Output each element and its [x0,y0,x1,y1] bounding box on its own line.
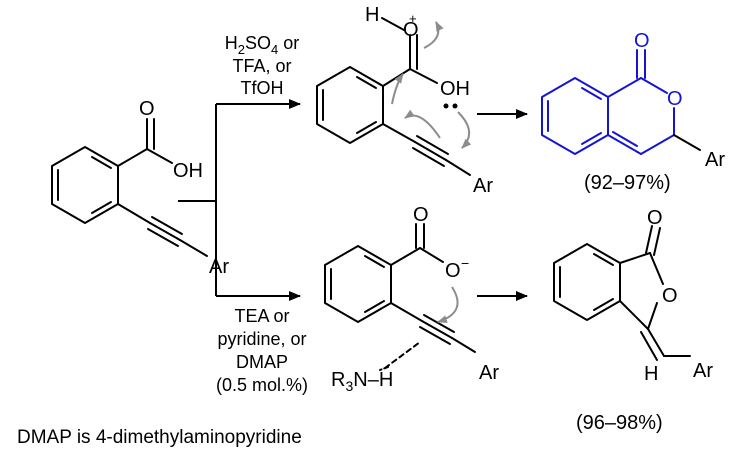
curved-arrow [457,111,472,149]
intermediate-carboxylate: O O − R3N–H Ar [324,204,499,394]
prod-b-ring-O: O [662,285,678,307]
condition-h2so4: H2SO4 or [225,33,300,57]
condition-dmap: DMAP [236,352,288,372]
condition-loading: (0.5 mol.%) [216,375,308,395]
condition-tfoh: TfOH [241,78,284,98]
yield-bottom: (96–98%) [576,412,663,434]
prod-top-Ar: Ar [705,149,725,171]
base-R3NH: R3N–H [331,369,393,394]
lone-pair-dot [452,103,458,109]
inter-O: O [403,19,419,41]
prod-b-H: H [644,363,658,385]
start-Ar: Ar [209,256,229,278]
condition-tea: TEA or [234,306,289,326]
inter-b-carbonyl-O: O [413,204,429,226]
yield-top: (92–97%) [584,172,671,194]
start-carbonyl-O: O [139,98,155,120]
condition-pyridine: pyridine, or [217,329,306,349]
branch-arrows [178,99,301,301]
prod-b-carbonyl-O: O [647,207,663,229]
inter-plus: + [409,11,417,26]
inter-b-charge: − [461,255,469,271]
curved-arrow [404,109,441,139]
starting-material: O OH Ar [51,98,229,278]
inter-b-Ar: Ar [479,362,499,384]
lone-pair-dot [443,103,449,109]
inter-H: H [365,4,379,26]
curved-arrow [423,21,444,49]
curved-arrow [437,286,459,323]
curved-arrow [391,73,404,105]
hbond-dashed [384,341,421,369]
condition-tfa: TFA, or [232,56,291,76]
inter-b-O-minus: O [445,260,461,282]
prod-top-ring-O: O [667,88,683,110]
product-phthalide: O O H Ar [553,207,713,385]
prod-top-carbonyl-O: O [634,30,650,52]
inter-OH: OH [440,78,470,100]
intermediate-protonated: H + O OH Ar [316,4,493,197]
inter-Ar: Ar [473,175,493,197]
start-OH: OH [173,160,203,182]
footnote: DMAP is 4-dimethylaminopyridine [17,427,302,448]
prod-b-Ar: Ar [693,360,713,382]
product-isocoumarin: O O Ar [541,30,725,171]
